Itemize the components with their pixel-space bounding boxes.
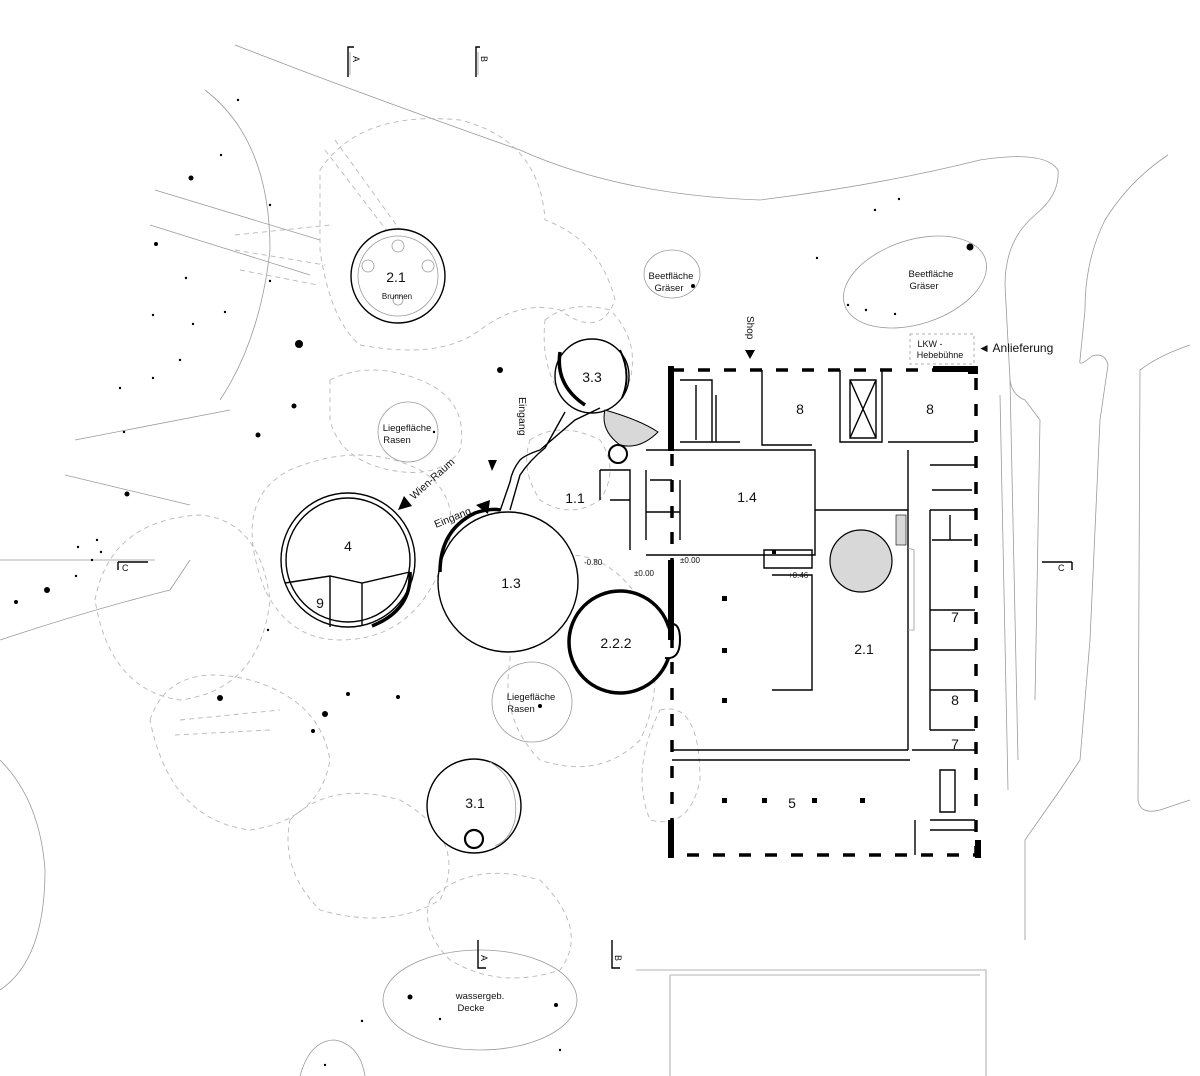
room-4: 4 bbox=[344, 538, 352, 554]
section-b-top: B bbox=[479, 56, 489, 62]
label-rasen-1: Rasen bbox=[383, 435, 410, 446]
section-c-right: C bbox=[1058, 563, 1065, 573]
room-2-1-fountain: 2.1 bbox=[386, 269, 406, 285]
label-decke: Decke bbox=[458, 1003, 485, 1014]
site-outlines bbox=[0, 44, 1191, 1076]
level-pm-000-b: ±0.00 bbox=[680, 556, 701, 565]
pavilion-1-3 bbox=[437, 507, 579, 653]
tree-dots bbox=[14, 98, 974, 1067]
label-rasen-2: Rasen bbox=[507, 704, 534, 715]
pavilion-4 bbox=[280, 492, 416, 628]
columns bbox=[722, 550, 865, 803]
main-building bbox=[599, 366, 981, 858]
level-plus-046: +0.46 bbox=[788, 571, 809, 580]
pavilion-3-1 bbox=[426, 758, 522, 854]
room-3-1: 3.1 bbox=[465, 795, 485, 811]
section-c-left: C bbox=[122, 563, 129, 573]
label-beetflaeche-2: Beetfläche bbox=[909, 269, 954, 280]
label-wassergeb: wassergeb. bbox=[455, 991, 505, 1002]
room-labels: 2.1 3.3 4 9 1.1 1.3 1.4 2.2.2 2.1 3.1 5 … bbox=[316, 269, 959, 811]
section-b-bottom: B bbox=[613, 955, 623, 961]
label-lkw: LKW - bbox=[917, 339, 942, 349]
label-wien-raum: Wien-Raum bbox=[408, 456, 457, 502]
section-mark-labels: A B A B C C bbox=[122, 56, 1065, 961]
label-brunnen: Brunnen bbox=[382, 292, 412, 301]
pavilion-3-3 bbox=[554, 338, 659, 464]
label-beetflaeche-1: Beetfläche bbox=[649, 271, 694, 282]
room-5: 5 bbox=[788, 795, 796, 811]
entrance-path bbox=[499, 407, 601, 512]
section-markers bbox=[117, 46, 1073, 969]
level-pm-000-a: ±0.00 bbox=[634, 569, 655, 578]
room-1-1: 1.1 bbox=[565, 490, 585, 506]
label-anlieferung: ◄ Anlieferung bbox=[978, 341, 1053, 355]
room-2-1-hall: 2.1 bbox=[854, 641, 874, 657]
level-minus-080: -0.80 bbox=[584, 558, 603, 567]
label-shop: Shop bbox=[744, 316, 755, 340]
label-graeser-1: Gräser bbox=[654, 283, 683, 294]
label-hebebuehne: Hebebühne bbox=[917, 350, 964, 360]
level-labels: -0.80 ±0.00 ±0.00 +0.46 bbox=[584, 556, 809, 580]
label-graeser-2: Gräser bbox=[909, 281, 938, 292]
room-7-a: 7 bbox=[951, 609, 959, 625]
section-a-bottom: A bbox=[479, 955, 489, 961]
room-3-3: 3.3 bbox=[582, 369, 602, 385]
room-1-3: 1.3 bbox=[501, 575, 521, 591]
label-liegeflaeche-1: Liegefläche bbox=[383, 423, 432, 434]
label-eingang-1: Eingang bbox=[516, 397, 528, 436]
room-8-b: 8 bbox=[926, 401, 934, 417]
area-labels: Brunnen Liegefläche Rasen Liegefläche Ra… bbox=[382, 269, 963, 1014]
room-9: 9 bbox=[316, 595, 324, 611]
arrows bbox=[398, 350, 755, 514]
tree-canopies bbox=[94, 118, 701, 979]
section-a-top: A bbox=[351, 56, 361, 62]
label-liegeflaeche-2: Liegefläche bbox=[507, 692, 556, 703]
room-7-b: 7 bbox=[951, 736, 959, 752]
room-8-a: 8 bbox=[796, 401, 804, 417]
room-8-c: 8 bbox=[951, 692, 959, 708]
room-2-2-2: 2.2.2 bbox=[600, 635, 631, 651]
pavilion-2-1-fountain bbox=[350, 228, 446, 324]
room-1-4: 1.4 bbox=[737, 489, 757, 505]
